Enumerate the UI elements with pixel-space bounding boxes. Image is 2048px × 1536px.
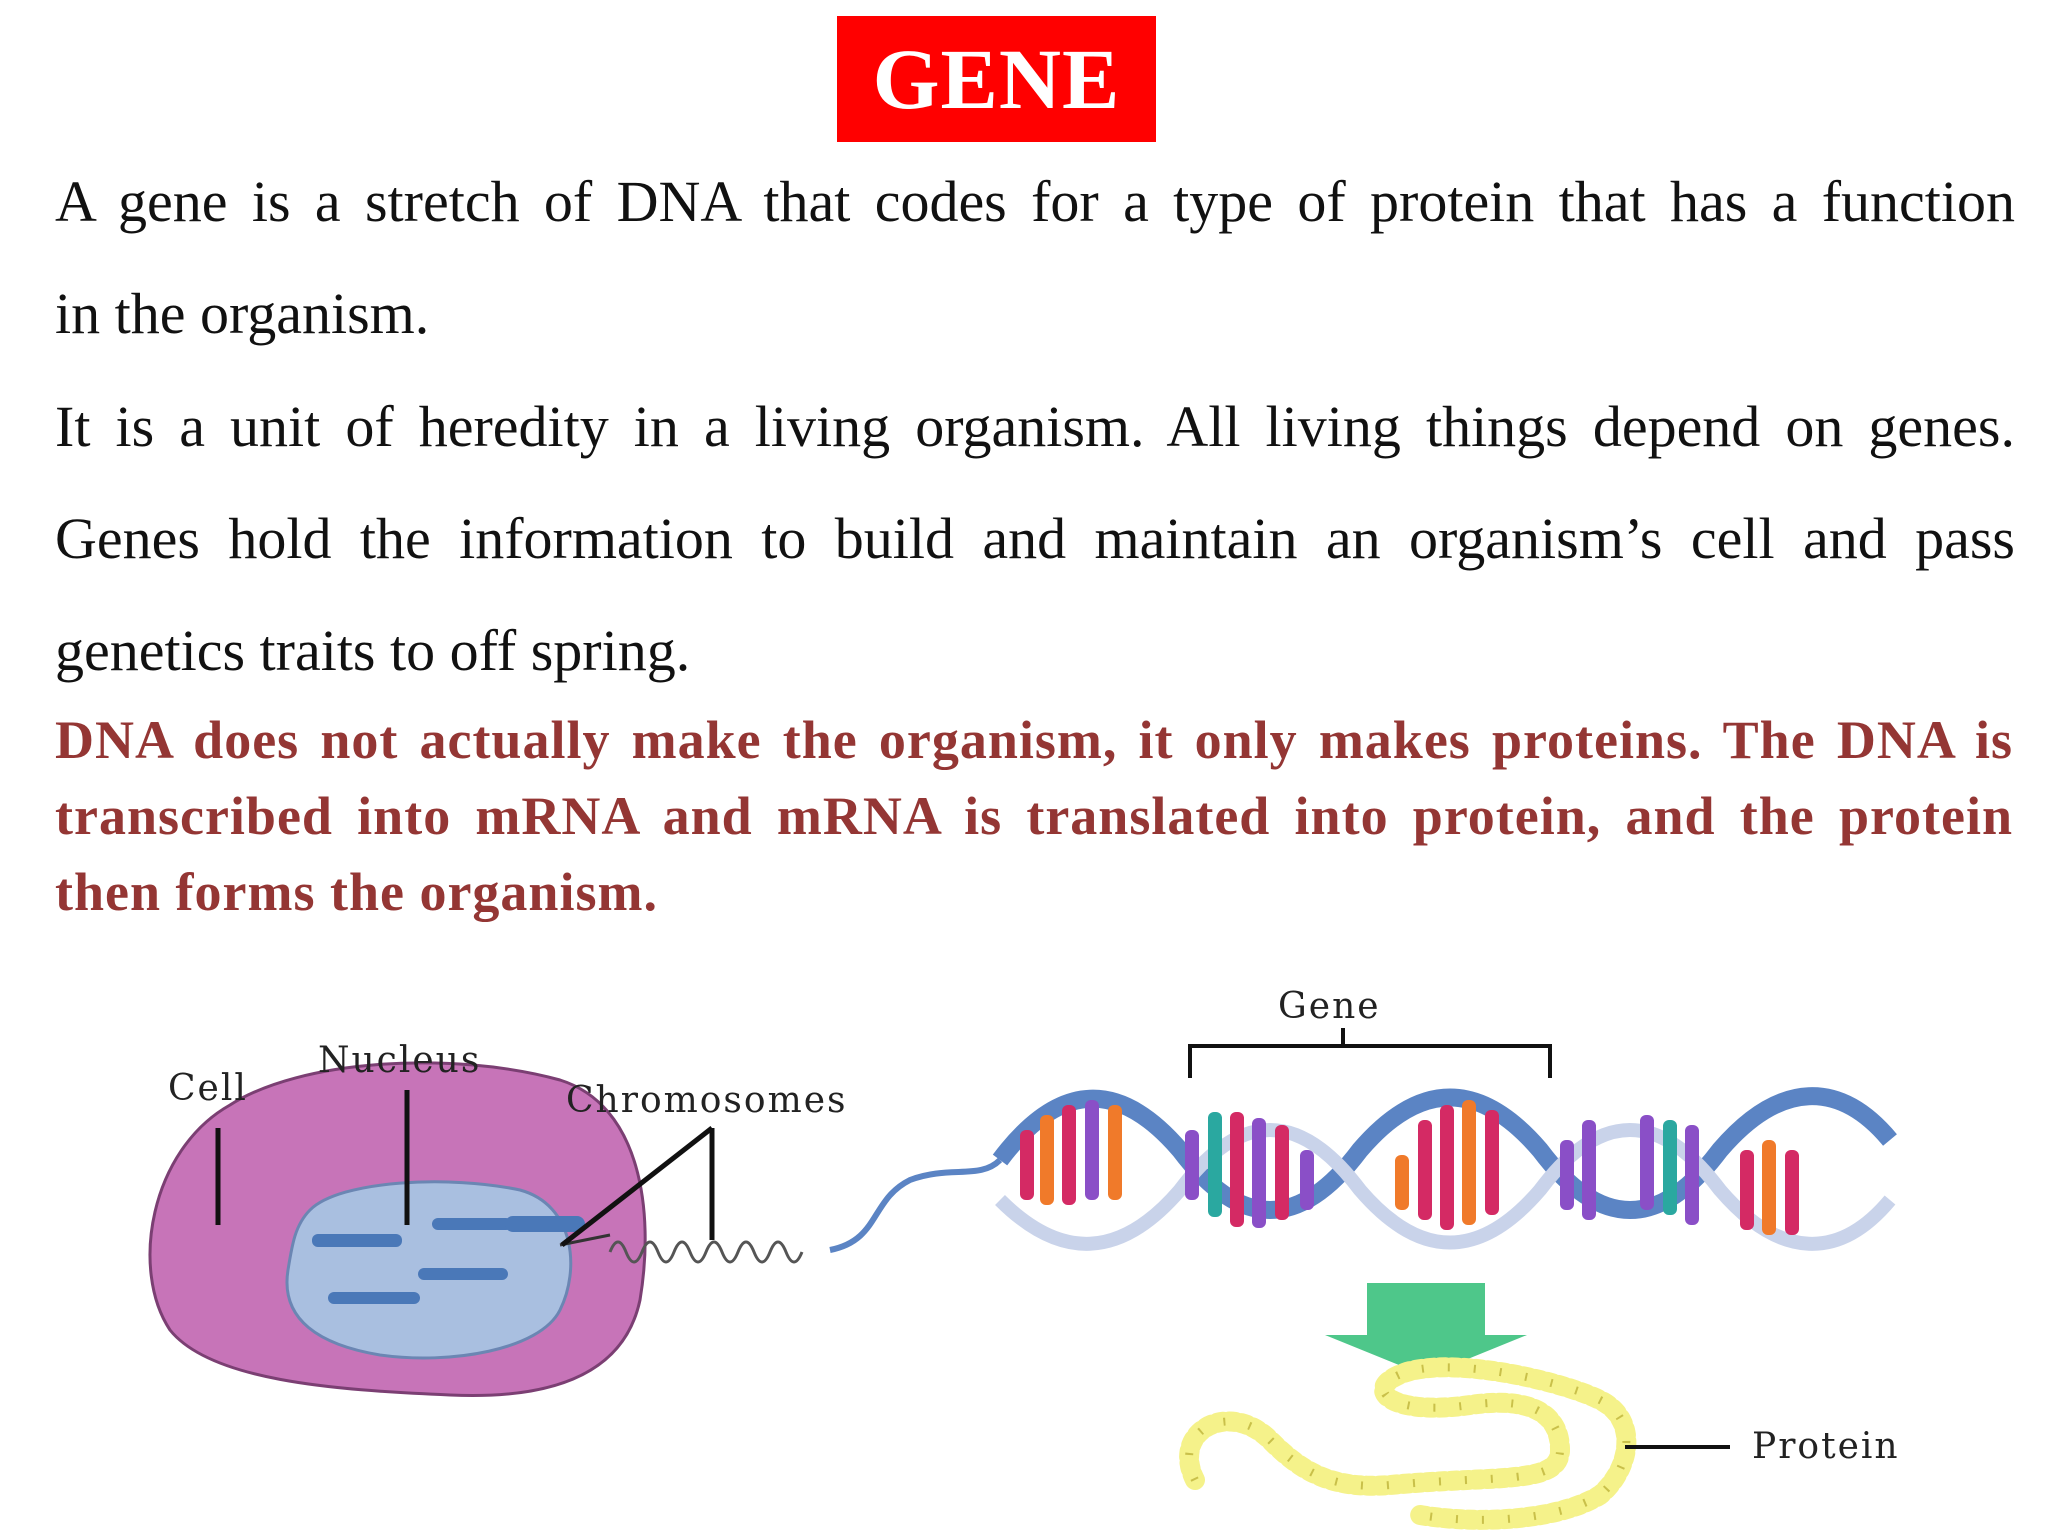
nucleus-label: Nucleus — [318, 1040, 481, 1081]
chromosome-bars — [312, 1216, 585, 1304]
chromosomes-label: Chromosomes — [566, 1080, 848, 1121]
page-title: GENE — [837, 16, 1156, 142]
protein-chain — [1179, 1357, 1637, 1530]
gene-label: Gene — [1278, 986, 1381, 1027]
highlight-paragraph: DNA does not actually make the organism,… — [55, 710, 2013, 922]
down-arrow — [1325, 1283, 1527, 1376]
paragraph-line: Genes hold the information to build and … — [55, 506, 2015, 571]
protein-label: Protein — [1752, 1426, 1900, 1467]
definition-paragraph: A gene is a stretch of DNA that codes fo… — [55, 146, 2015, 370]
paragraph-line: A gene is a stretch of DNA that codes fo… — [55, 169, 2015, 234]
dna-helix — [992, 1087, 1897, 1251]
chromosome-coil — [608, 1240, 804, 1264]
cell-label: Cell — [168, 1068, 248, 1109]
paragraph-line: genetics traits to off spring. — [55, 618, 691, 683]
paragraph-line: It is a unit of heredity in a living org… — [55, 394, 2015, 459]
strand-link — [829, 1157, 1003, 1253]
gene-diagram: Cell Nucleus Chromosomes Gene Protein — [148, 986, 1900, 1530]
gene-bracket — [1188, 1028, 1552, 1078]
heredity-paragraph: It is a unit of heredity in a living org… — [55, 371, 2015, 707]
paragraph-line: in the organism. — [55, 281, 430, 346]
